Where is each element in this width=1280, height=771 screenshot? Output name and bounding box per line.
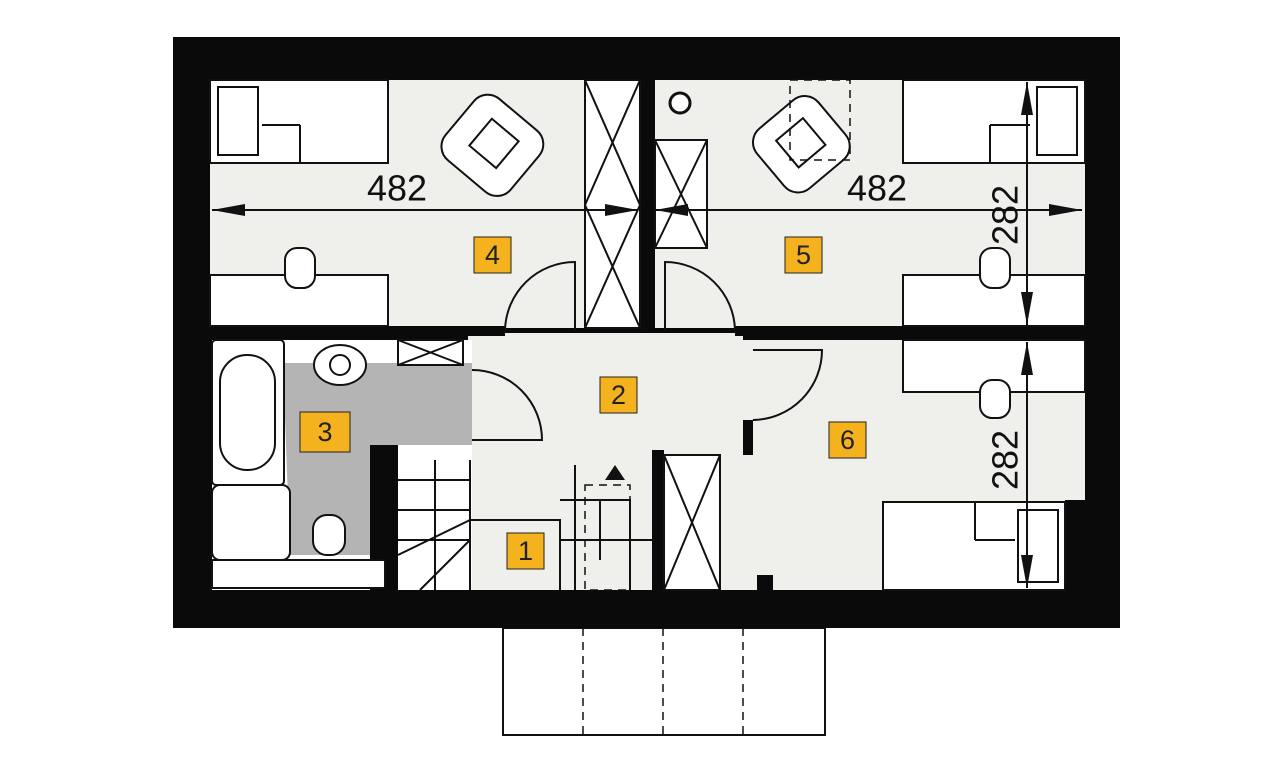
dimension-room6-depth: 282 <box>985 430 1026 490</box>
furniture-room-6 <box>882 339 1086 591</box>
dimension-room5-depth: 282 <box>985 185 1026 245</box>
room-label-5: 5 <box>784 236 823 274</box>
stairs <box>397 460 655 591</box>
furniture-room-5 <box>752 79 1086 327</box>
svg-text:3: 3 <box>317 417 332 447</box>
furniture-room-4 <box>209 79 545 327</box>
dimension-room4-width: 482 <box>367 168 427 209</box>
wardrobes <box>397 79 721 591</box>
room-label-3: 3 <box>299 411 351 453</box>
balcony <box>502 627 826 736</box>
room-label-6: 6 <box>828 421 867 459</box>
svg-text:6: 6 <box>840 425 855 455</box>
svg-text:2: 2 <box>611 380 626 410</box>
room-label-4: 4 <box>473 236 512 274</box>
room-label-1: 1 <box>506 532 545 570</box>
svg-text:4: 4 <box>485 240 500 270</box>
dimension-lines <box>212 82 1082 588</box>
bathroom-fixtures <box>211 339 386 589</box>
doors <box>471 260 824 441</box>
svg-text:5: 5 <box>796 240 811 270</box>
room-label-2: 2 <box>599 376 638 414</box>
dimension-room5-width: 482 <box>847 168 907 209</box>
svg-text:1: 1 <box>518 536 533 566</box>
